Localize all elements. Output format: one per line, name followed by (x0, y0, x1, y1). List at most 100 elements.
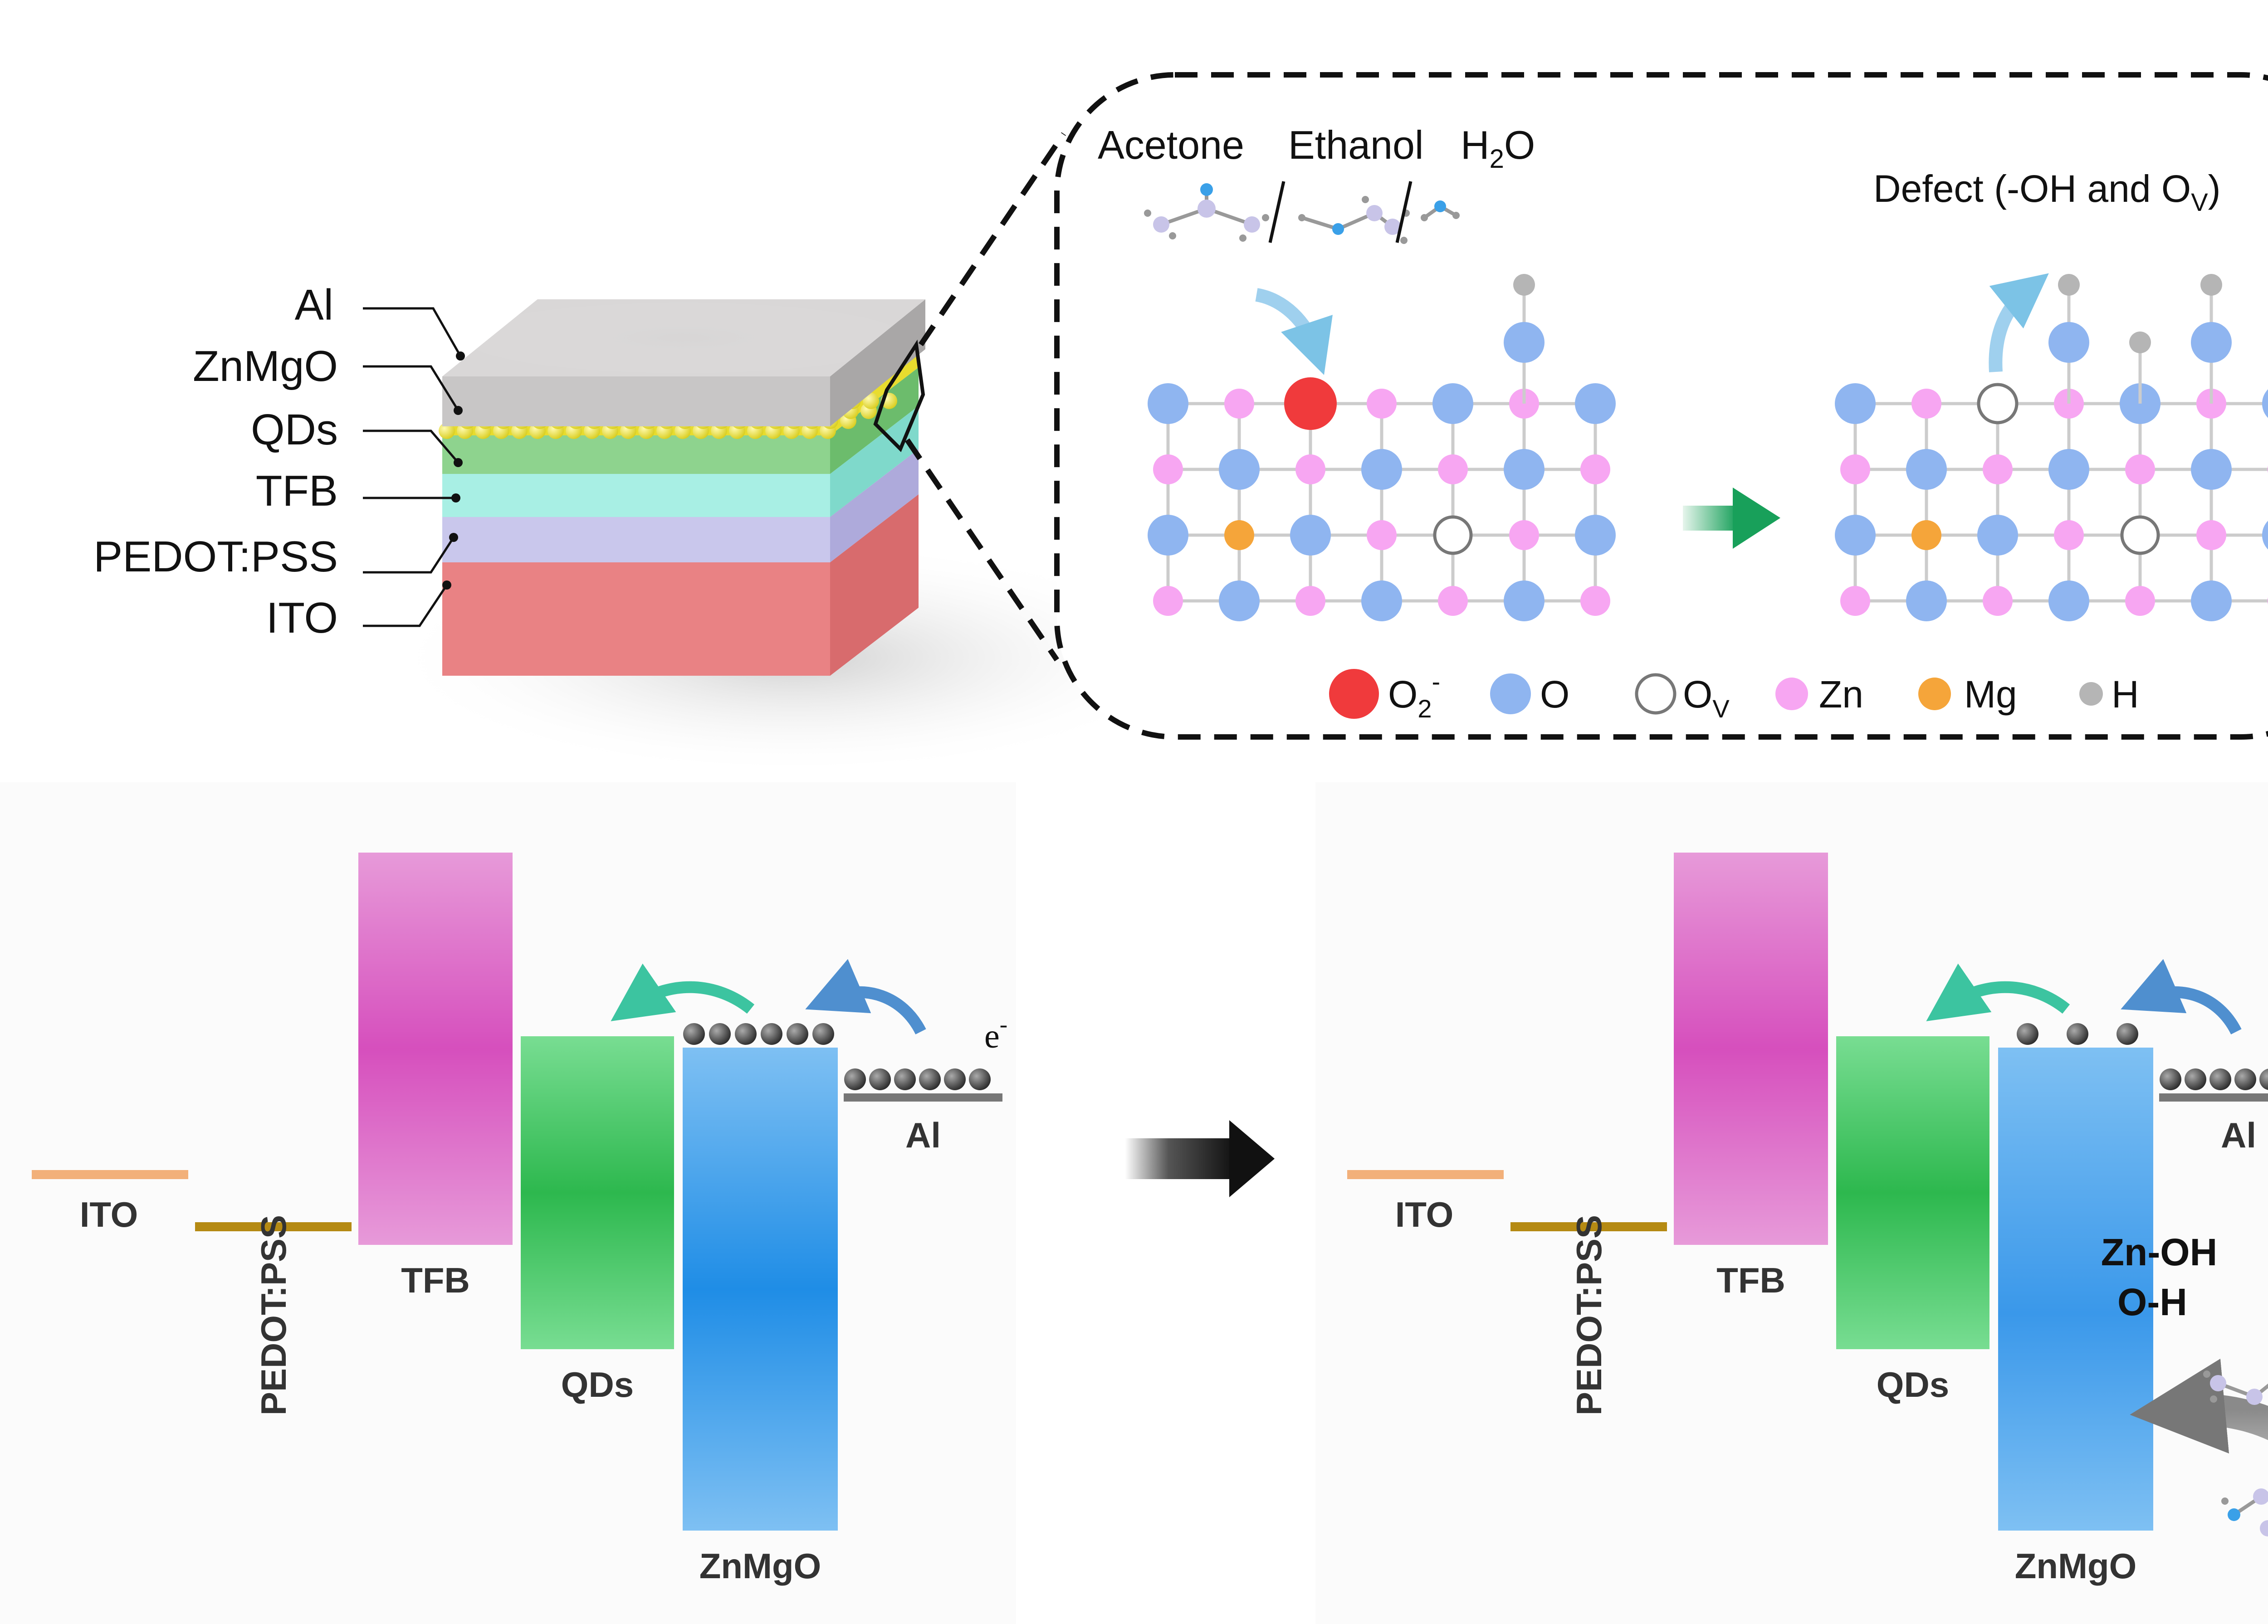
energy-diagram-before: ITO PEDOT:PSS TFB QDs ZnMgO Al e- (32, 853, 1007, 1586)
qds-label: QDs (561, 1365, 634, 1405)
zinc-atom (1438, 586, 1468, 616)
electrons-al (844, 1068, 991, 1090)
electron-injection-arrow-after (2121, 959, 2242, 1035)
nanoparticle (863, 393, 879, 409)
zinc-atom (1840, 586, 1870, 616)
oxygen-atom (1219, 449, 1260, 490)
electron-label: e- (984, 1012, 1007, 1055)
qds-label-after: QDs (1877, 1365, 1949, 1405)
zoom-marker (873, 339, 925, 453)
oxygen-atom (1504, 449, 1545, 490)
solvent-divider (1268, 181, 1286, 243)
oxygen-atom (1906, 449, 1947, 490)
zinc-atom (1295, 586, 1325, 616)
lattice-after (1835, 274, 2268, 621)
electron (812, 1023, 834, 1045)
layer-qds (442, 367, 919, 474)
legend-mg-label: Mg (1964, 673, 2017, 716)
electron (944, 1068, 966, 1090)
electrons-znmgo-after (2017, 1023, 2138, 1045)
electron (2160, 1068, 2181, 1090)
electrons-al-after (2160, 1068, 2268, 1090)
molecule-cluster-icon (2203, 1370, 2268, 1536)
zoom-line-top (919, 132, 1066, 346)
oxygen-atom (1906, 580, 1947, 621)
zinc-atom (2125, 586, 2155, 616)
zinc-atom (1580, 454, 1610, 484)
label-ito: ITO (266, 594, 338, 642)
electron (894, 1068, 916, 1090)
legend-o-label: O (1540, 673, 1569, 716)
electron-injection-arrow (805, 959, 926, 1035)
electron-transfer-arrow (611, 963, 755, 1021)
transition-arrow (1125, 1120, 1275, 1197)
electron (2234, 1068, 2256, 1090)
solvent-attack-arrow (2130, 1358, 2268, 1454)
legend-h-swatch (2079, 682, 2103, 706)
pedot-label: PEDOT:PSS (254, 1215, 293, 1415)
magnesium-atom (1224, 520, 1254, 550)
oxygen-atom (1148, 515, 1188, 556)
electron (735, 1023, 757, 1045)
electron (761, 1023, 782, 1045)
adsorption-arrow (1255, 288, 1333, 375)
znmgo-label: ZnMgO (699, 1546, 821, 1586)
hydroxyl-oxygen (1504, 322, 1545, 363)
zinc-atom (1153, 454, 1183, 484)
zoom-panel-frame (1054, 72, 2268, 740)
solvent-water: H2O (1461, 122, 1535, 174)
ito-label-after: ITO (1395, 1195, 1454, 1234)
zinc-atom (1911, 389, 1941, 419)
electron (2116, 1023, 2138, 1045)
transform-arrow (1683, 488, 1780, 549)
tfb-label: TFB (401, 1260, 470, 1300)
znmgo-band (683, 1048, 838, 1531)
al-label-after: Al (2221, 1115, 2256, 1155)
label-pedot: PEDOT:PSS (93, 532, 338, 581)
layer-al (442, 299, 925, 426)
zinc-atom (1840, 454, 1870, 484)
electron (869, 1068, 891, 1090)
electron (2259, 1068, 2268, 1090)
oxygen-atom (2262, 389, 2268, 418)
oxygen-atom (1835, 515, 1876, 556)
oxygen-atom (1361, 580, 1402, 621)
oxygen-vacancy (1977, 383, 2019, 424)
oxygen-atom (1977, 515, 2018, 556)
zinc-atom (2125, 454, 2155, 484)
zinc-atom (1983, 586, 2013, 616)
tfb-band (358, 853, 513, 1245)
oxygen-vacancy (1433, 515, 1473, 555)
electrons-znmgo (683, 1023, 834, 1045)
electron (2017, 1023, 2038, 1045)
label-al: Al (295, 281, 333, 329)
nanoparticle (439, 423, 455, 439)
label-tfb: TFB (256, 467, 338, 515)
oxygen-atom (1361, 449, 1402, 490)
tfb-label-after: TFB (1716, 1260, 1785, 1300)
oxygen-atom (2191, 449, 2232, 490)
electron (2067, 1023, 2088, 1045)
qds-band (521, 1036, 674, 1349)
oxygen-atom (1575, 515, 1616, 556)
zinc-atom (1983, 454, 2013, 484)
oxygen-atom (2048, 449, 2089, 490)
energy-diagram-after: ITO PEDOT:PSS TFB QDs ZnMgO Zn-OH O-H Al… (1347, 853, 2268, 1586)
oxygen-atom (1835, 383, 1876, 424)
electron (683, 1023, 705, 1045)
al-label: Al (905, 1115, 941, 1155)
ito-label: ITO (80, 1195, 138, 1234)
pedot-label-after: PEDOT:PSS (1569, 1215, 1609, 1415)
legend-zn-label: Zn (1819, 673, 1863, 716)
zinc-atom (1367, 520, 1397, 550)
oxygen-atom (2262, 521, 2268, 550)
zinc-atom (1438, 454, 1468, 484)
oxygen-atom (1219, 580, 1260, 621)
zinc-atom (1509, 520, 1539, 550)
legend-zn-swatch (1775, 678, 1808, 710)
oxygen-atom (2048, 580, 2089, 621)
hydroxyl-oxygen (2048, 322, 2089, 363)
legend-h-label: H (2112, 673, 2139, 716)
zoom-panel: Acetone Ethanol H2O (1054, 72, 2268, 740)
zinc-atom (2196, 520, 2226, 550)
